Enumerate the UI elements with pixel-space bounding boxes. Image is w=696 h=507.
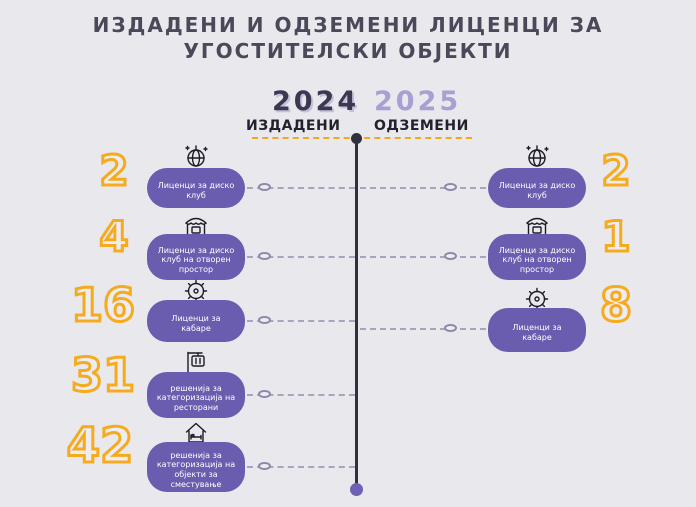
stat-label: Лиценци за диско клуб на отворен простор — [157, 245, 235, 274]
stat-label: Лиценци за диско клуб — [498, 181, 576, 200]
stat-number: 31 — [69, 348, 136, 402]
connector-node — [258, 252, 271, 260]
connector-node — [444, 252, 457, 260]
connector-node — [258, 316, 271, 324]
stat-number: 1 — [600, 212, 632, 261]
stat-pill: Лиценци за диско клуб на отворен простор — [488, 234, 586, 280]
stat-number: 42 — [65, 418, 135, 474]
connector-node — [258, 390, 271, 398]
disco-ball-icon — [526, 145, 549, 167]
stat-pill: Лиценци за кабаре — [488, 308, 586, 352]
stat-pill: Лиценци за диско клуб — [488, 168, 586, 208]
connector-line — [247, 256, 355, 258]
timeline-bottom-dot — [350, 483, 363, 496]
timeline-top-dot — [351, 133, 362, 144]
page-title: ИЗДАДЕНИ И ОДЗЕМЕНИ ЛИЦЕНЦИ ЗА УГОСТИТЕЛ… — [0, 12, 696, 64]
year-2025-label: 2025 — [374, 86, 462, 117]
timeline — [355, 140, 358, 488]
stat-label: Лиценци за диско клуб — [157, 181, 235, 200]
page-title-line1: ИЗДАДЕНИ И ОДЗЕМЕНИ ЛИЦЕНЦИ ЗА — [92, 13, 604, 37]
connector-line — [247, 187, 355, 189]
stat-pill: Лиценци за диско клуб — [147, 168, 245, 208]
connector-node — [258, 183, 271, 191]
header-dashed-line — [252, 137, 472, 139]
column-revoked-label: ОДЗЕМЕНИ — [374, 118, 469, 134]
column-issued-label: ИЗДАДЕНИ — [246, 118, 341, 134]
cabaret-wheel-icon — [184, 279, 208, 303]
stat-number: 8 — [598, 278, 633, 332]
restaurant-sign-icon — [187, 351, 205, 375]
connector-line — [360, 328, 486, 330]
cabaret-wheel-icon — [525, 287, 549, 311]
stat-label: Лиценци за диско клуб на отворен простор — [498, 245, 576, 274]
connector-line — [247, 394, 355, 396]
connector-line — [247, 466, 355, 468]
stat-number: 2 — [600, 146, 632, 195]
stat-pill: решенија за категоризација на ресторани — [147, 372, 245, 418]
connector-line — [247, 320, 355, 322]
stat-pill: Лиценци за кабаре — [147, 300, 245, 342]
stat-label: Лиценци за кабаре — [171, 314, 221, 333]
stat-pill: Лиценци за диско клуб на отворен простор — [147, 234, 245, 280]
stat-label: решенија за категоризација на ресторани — [156, 383, 236, 412]
connector-node — [444, 183, 457, 191]
page-title-line2: УГОСТИТЕЛСКИ ОБЈЕКТИ — [183, 39, 513, 63]
stat-label: Лиценци за кабаре — [512, 323, 562, 342]
connector-node — [444, 324, 457, 332]
stat-label: решенија за категоризација на објекти за… — [156, 450, 236, 489]
year-2024-label: 2024 — [272, 86, 360, 117]
stat-number: 16 — [69, 278, 136, 332]
connector-node — [258, 462, 271, 470]
stat-number: 2 — [98, 146, 130, 195]
stat-number: 4 — [98, 212, 130, 261]
disco-ball-icon — [185, 145, 208, 167]
stat-pill: решенија за категоризација на објекти за… — [147, 442, 245, 492]
connector-line — [360, 187, 486, 189]
connector-line — [360, 256, 486, 258]
